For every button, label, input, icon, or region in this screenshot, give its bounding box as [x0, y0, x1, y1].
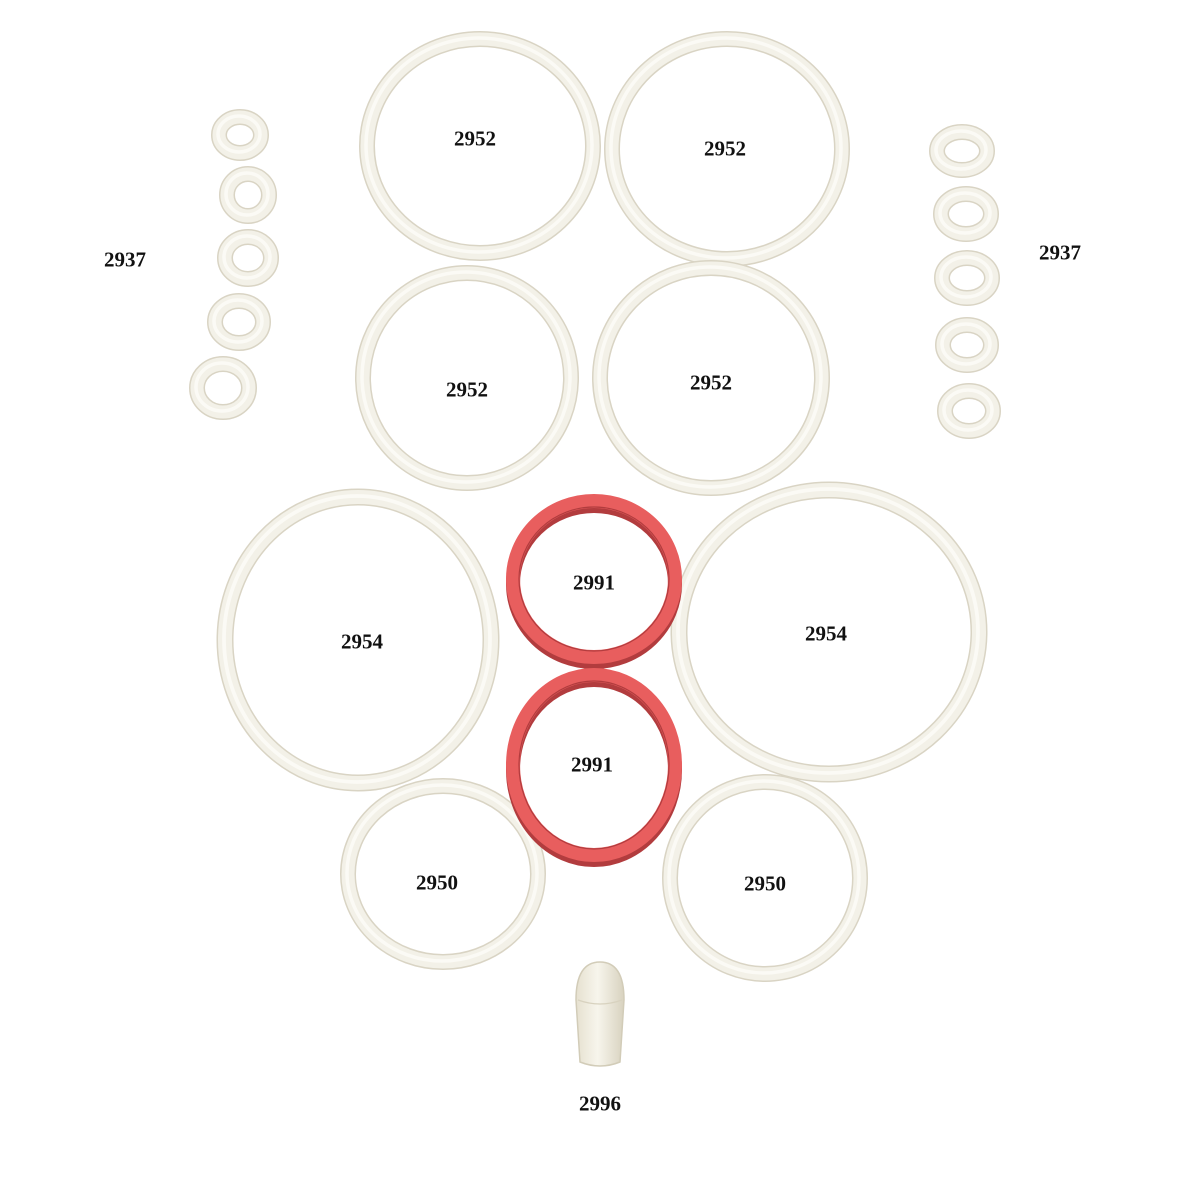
tip-cap	[575, 961, 625, 1067]
part-label-2952-b: 2952	[704, 136, 746, 161]
small-oring-left-1	[211, 109, 269, 161]
part-label-2954-right: 2954	[805, 621, 847, 646]
red-flat-ring-group	[506, 494, 682, 867]
part-label-2991-bottom: 2991	[571, 752, 613, 777]
part-label-2950-right: 2950	[744, 871, 786, 896]
flat-ring-2991-bottom	[506, 668, 682, 867]
small-oring-left-4	[207, 293, 271, 351]
oring-2952-d	[592, 260, 830, 496]
part-label-2996: 2996	[579, 1091, 621, 1116]
small-oring-right-4	[935, 317, 999, 373]
small-oring-left-5	[189, 356, 257, 420]
small-oring-right-1	[929, 124, 995, 178]
small-oring-left-3	[217, 229, 279, 287]
small-oring-stack-right	[929, 124, 1001, 439]
oring-2954-right	[670, 481, 988, 783]
part-label-2952-a: 2952	[454, 126, 496, 151]
part-label-2937-left: 2937	[104, 247, 146, 272]
small-oring-stack-left	[189, 109, 279, 420]
small-oring-right-3	[934, 250, 1000, 306]
oring-2954-left	[216, 488, 500, 792]
part-label-2937-right: 2937	[1039, 240, 1081, 265]
small-oring-right-2	[933, 186, 999, 242]
oring-2952-a	[359, 31, 601, 261]
oring-2950-right	[662, 774, 868, 982]
flat-ring-2991-top	[506, 494, 682, 669]
oring-2950-left	[340, 778, 546, 970]
small-oring-right-5	[937, 383, 1001, 439]
large-oring-group	[216, 31, 988, 982]
part-label-2950-left: 2950	[416, 870, 458, 895]
oring-2952-c	[355, 265, 579, 491]
part-label-2954-left: 2954	[341, 629, 383, 654]
part-label-2991-top: 2991	[573, 570, 615, 595]
oring-2952-b	[604, 31, 850, 267]
part-label-2952-d: 2952	[690, 370, 732, 395]
part-label-2952-c: 2952	[446, 377, 488, 402]
small-oring-left-2	[219, 166, 277, 224]
